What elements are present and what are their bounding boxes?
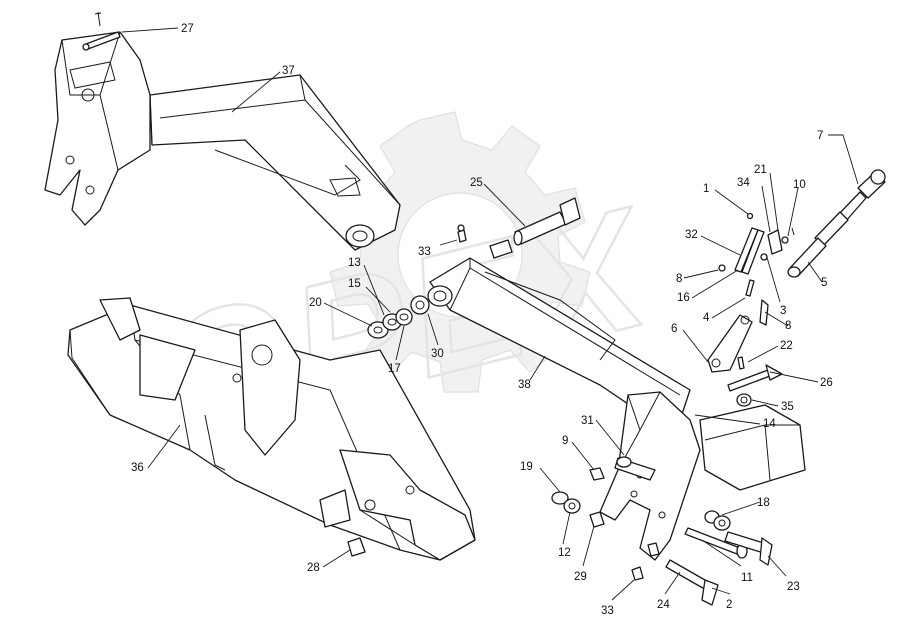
small-bolts bbox=[718, 253, 769, 326]
callout-label: 1 bbox=[703, 183, 709, 195]
callout-label: 33 bbox=[601, 605, 614, 617]
part-33-grease-nipple bbox=[457, 224, 467, 243]
callout-label: 9 bbox=[562, 435, 568, 447]
callout-label: 5 bbox=[821, 277, 827, 289]
part-36-lower-main-beam bbox=[67, 297, 476, 561]
callout-label: 7 bbox=[817, 130, 823, 142]
callout-label: 12 bbox=[558, 547, 571, 559]
callout-label: 29 bbox=[574, 571, 587, 583]
lower-pins-bolts bbox=[631, 510, 773, 606]
callout-label: 11 bbox=[741, 572, 753, 584]
part-25-pin bbox=[489, 197, 581, 259]
part-31-tube bbox=[614, 456, 656, 481]
callout-label: 17 bbox=[388, 363, 401, 375]
callout-label: 18 bbox=[757, 497, 770, 509]
part-28-nut bbox=[347, 537, 366, 557]
part-37-bracket bbox=[44, 31, 151, 226]
callout-label: 37 bbox=[282, 65, 295, 77]
callout-label: 32 bbox=[685, 229, 698, 241]
callout-label: 14 bbox=[763, 418, 776, 430]
callout-label: 25 bbox=[470, 177, 483, 189]
callout-label: 4 bbox=[703, 312, 710, 324]
callout-label: 22 bbox=[780, 340, 793, 352]
callout-label: 2 bbox=[726, 599, 732, 611]
part-32-plate bbox=[734, 212, 795, 275]
callout-label: 34 bbox=[737, 177, 750, 189]
callout-label: 13 bbox=[348, 257, 361, 269]
part-7-top-link bbox=[787, 169, 886, 278]
callout-label: 38 bbox=[518, 379, 531, 391]
callout-label: 6 bbox=[671, 323, 677, 335]
callout-label: 21 bbox=[754, 164, 767, 176]
callout-label: 23 bbox=[787, 581, 800, 593]
callout-label: 33 bbox=[418, 246, 431, 258]
part-26-spring-pin bbox=[727, 356, 783, 407]
callout-label: 3 bbox=[780, 305, 786, 317]
callout-label: 30 bbox=[431, 348, 444, 360]
callout-label: 28 bbox=[307, 562, 320, 574]
callout-label: 19 bbox=[520, 461, 533, 473]
callout-label: 8 bbox=[676, 273, 682, 285]
callout-label: 31 bbox=[581, 415, 594, 427]
lower-washers-nuts bbox=[551, 467, 605, 528]
part-37-upper-frame-beam bbox=[149, 74, 401, 251]
callout-label: 26 bbox=[820, 377, 833, 389]
callout-labels: 27 37 25 33 13 15 20 17 30 1 34 21 10 7 … bbox=[131, 23, 833, 617]
callout-label: 20 bbox=[309, 297, 322, 309]
part-27-pin bbox=[82, 11, 121, 51]
callout-label: 15 bbox=[348, 278, 361, 290]
callout-label: 27 bbox=[181, 23, 194, 35]
callout-label: 10 bbox=[793, 179, 806, 191]
callout-label: 16 bbox=[677, 292, 690, 304]
callout-label: 8 bbox=[785, 320, 791, 332]
callout-label: 35 bbox=[781, 401, 794, 413]
washer-stack bbox=[367, 295, 430, 339]
leader-lines bbox=[121, 27, 859, 601]
callout-label: 24 bbox=[657, 599, 670, 611]
callout-label: 36 bbox=[131, 462, 144, 474]
part-6-latch bbox=[707, 314, 753, 373]
